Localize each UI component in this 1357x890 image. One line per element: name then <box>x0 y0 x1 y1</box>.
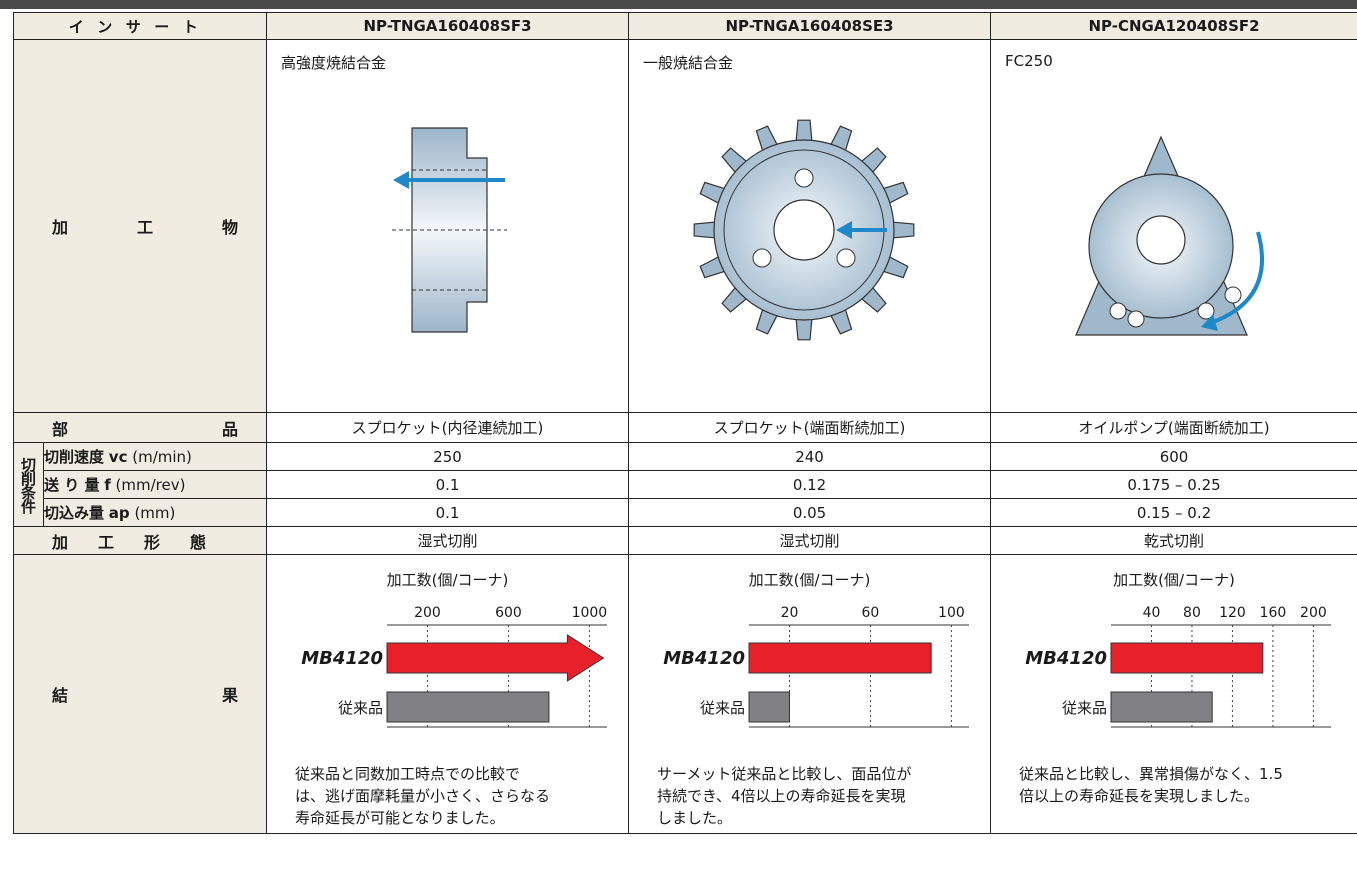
tick-label: 20 <box>781 605 799 621</box>
part-value-3: オイルポンプ(端面断続加工) <box>990 412 1357 443</box>
bar-MB4120 <box>1110 642 1264 674</box>
category-label: MB4120 <box>663 648 745 669</box>
chart-title-3: 加工数(個/コーナ) <box>1113 571 1235 589</box>
bar-従来品 <box>748 691 790 723</box>
cond-2-val-2: 0.12 <box>628 470 992 499</box>
tick-label: 160 <box>1260 605 1287 621</box>
chart-title-2: 加工数(個/コーナ) <box>748 571 871 589</box>
category-label: MB4120 <box>301 648 383 669</box>
form-row: 加工形態 湿式切削 湿式切削 乾式切削 <box>12 526 1357 555</box>
cond-row-2: 送 り 量 f (mm/rev) 0.1 0.12 0.175 – 0.25 <box>14 470 1357 499</box>
tick-label: 1000 <box>572 605 608 621</box>
category-label: 従来品 <box>700 699 745 717</box>
spec-table: インサート NP-TNGA160408SF3 NP-TNGA160408SE3 … <box>12 12 1357 834</box>
workpiece-cell-3: FC250 <box>990 39 1357 413</box>
tick-label: 600 <box>495 605 522 621</box>
cond-1-val-2: 240 <box>628 442 992 471</box>
chart-title-1: 加工数(個/コーナ) <box>386 571 509 589</box>
material-1: 高強度焼結合金 <box>281 54 387 72</box>
comment-2: サーメット従来品と比較し、面品位が持続でき、4倍以上の寿命延長を実現しました。 <box>657 765 912 827</box>
cond-2-val-3: 0.175 – 0.25 <box>990 470 1357 499</box>
cond-1-val-3: 600 <box>990 442 1357 471</box>
col-header-3: NP-CNGA120408SF2 <box>990 12 1357 40</box>
cutting-conditions-label: 切削条件 <box>13 442 44 527</box>
result-label: 結果 <box>12 554 268 834</box>
bore-sprocket-drawing <box>392 127 508 333</box>
category-label: 従来品 <box>338 699 383 717</box>
part-label: 部品 <box>12 412 268 443</box>
tick-label: 200 <box>1300 605 1327 621</box>
form-value-1: 湿式切削 <box>266 526 630 555</box>
bar-従来品 <box>386 691 550 723</box>
face-sprocket-drawing <box>693 119 915 341</box>
cond-label-2: 送 り 量 f (mm/rev) <box>42 470 268 499</box>
tick-label: 80 <box>1183 605 1201 621</box>
tick-label: 40 <box>1143 605 1161 621</box>
comment-1: 従来品と同数加工時点での比較では、逃げ面摩耗量が小さく、さらなる寿命延長が可能と… <box>295 765 551 827</box>
header-row: インサート NP-TNGA160408SF3 NP-TNGA160408SE3 … <box>12 12 1357 40</box>
bar-MB4120 <box>748 642 932 674</box>
part-value-2: スプロケット(端面断続加工) <box>628 412 992 443</box>
form-value-2: 湿式切削 <box>628 526 992 555</box>
workpiece-cell-2: 一般焼結合金 <box>628 39 992 413</box>
workpiece-label: 加工物 <box>12 39 268 413</box>
bar-従来品 <box>1110 691 1213 723</box>
oil-pump-drawing <box>1075 135 1264 336</box>
cond-3-val-1: 0.1 <box>266 498 630 527</box>
category-label: 従来品 <box>1062 699 1107 717</box>
col-header-2: NP-TNGA160408SE3 <box>628 12 992 40</box>
bar-MB4120 <box>386 634 605 682</box>
category-label: MB4120 <box>1025 648 1107 669</box>
material-2: 一般焼結合金 <box>643 54 734 72</box>
part-value-1: スプロケット(内径連続加工) <box>266 412 630 443</box>
workpiece-row: 加工物 高強度焼結合金 一般焼結合金 <box>12 39 1357 413</box>
tick-label: 120 <box>1219 605 1246 621</box>
cond-2-val-1: 0.1 <box>266 470 630 499</box>
form-value-3: 乾式切削 <box>990 526 1357 555</box>
col-header-1: NP-TNGA160408SF3 <box>266 12 630 40</box>
workpiece-cell-1: 高強度焼結合金 <box>266 39 630 413</box>
tick-label: 100 <box>938 605 965 621</box>
form-label: 加工形態 <box>12 526 268 555</box>
cond-3-val-3: 0.15 – 0.2 <box>990 498 1357 527</box>
insert-label: インサート <box>12 12 268 40</box>
part-row: 部品 スプロケット(内径連続加工) スプロケット(端面断続加工) オイルポンプ(… <box>12 412 1357 443</box>
cond-row-1: 切削条件 切削速度 vc (m/min) 250 240 600 <box>13 442 1357 527</box>
cond-1-val-1: 250 <box>266 442 630 471</box>
tick-label: 60 <box>862 605 880 621</box>
cond-label-3: 切込み量 ap (mm) <box>42 498 268 527</box>
cond-3-val-2: 0.05 <box>628 498 992 527</box>
cond-row-3: 切込み量 ap (mm) 0.1 0.05 0.15 – 0.2 <box>14 498 1357 527</box>
cond-label-1: 切削速度 vc (m/min) <box>42 442 268 471</box>
material-3: FC250 <box>1005 52 1053 70</box>
top-bar <box>0 0 1357 9</box>
tick-label: 200 <box>414 605 441 621</box>
